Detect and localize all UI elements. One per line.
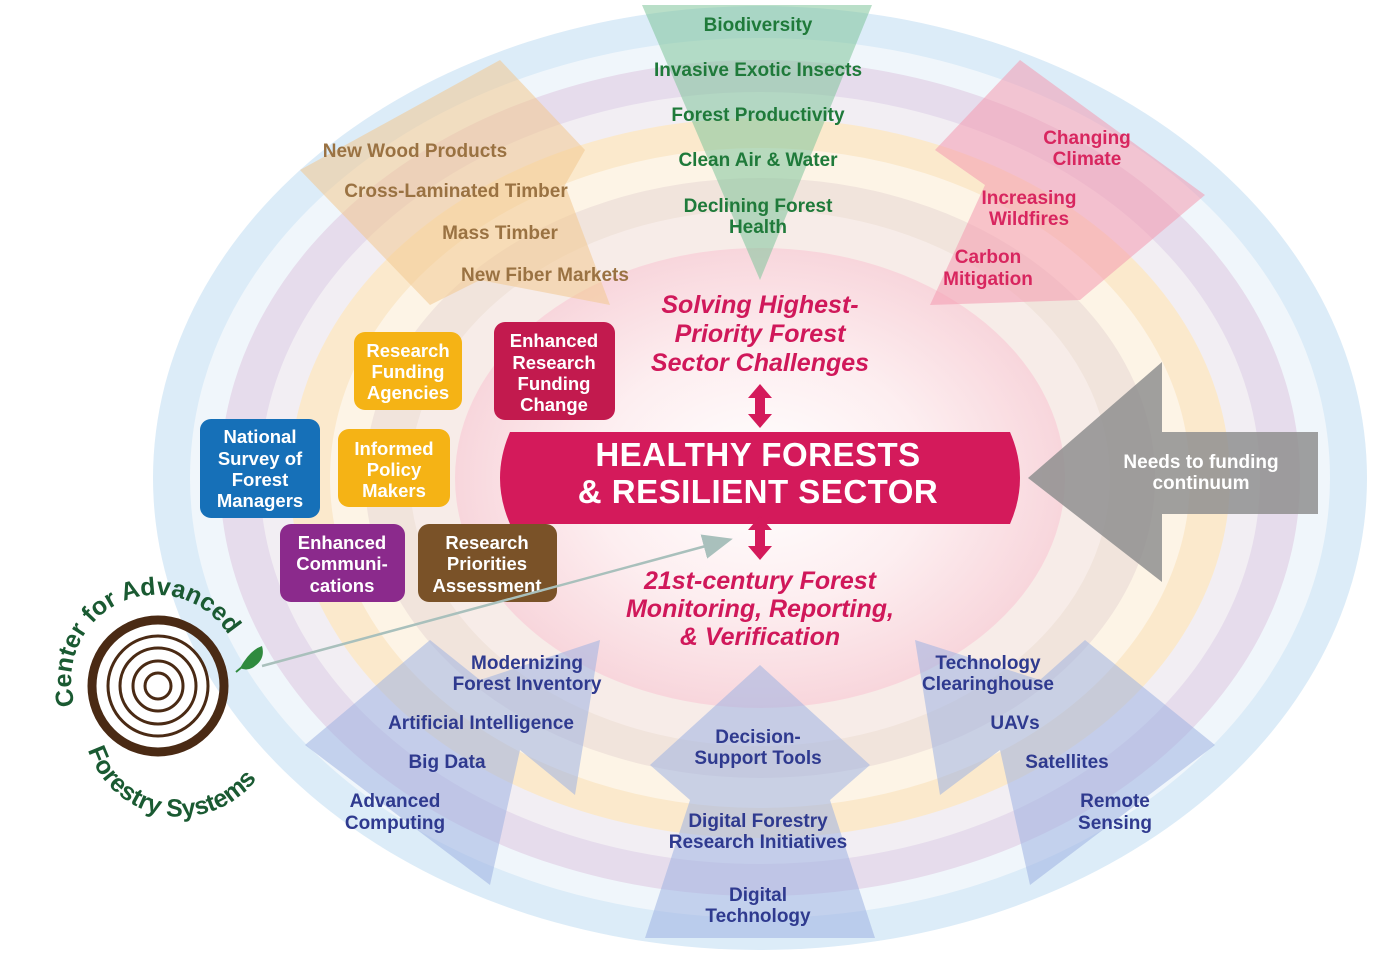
sector-wedges [300,5,1215,938]
svg-text:Managers: Managers [217,490,303,511]
label-increasing: Increasing [981,188,1076,209]
top-left-brown-wedge [300,60,610,305]
svg-text:Informed: Informed [354,438,433,459]
svg-text:Makers: Makers [362,480,426,501]
svg-text:Funding: Funding [518,373,591,394]
svg-text:Policy: Policy [367,459,422,480]
box-informed-policy-makers: Informed Policy Makers [338,429,450,507]
tree-ring-icon [87,615,229,757]
double-arrow-top [748,384,772,428]
svg-text:Assessment: Assessment [432,575,541,596]
label-mitigation: Mitigation [943,269,1033,290]
label-mass-timber: Mass Timber [442,223,558,244]
label-big-data: Big Data [408,752,486,773]
label-climate: Climate [1053,149,1122,170]
center-title-line2: & RESILIENT SECTOR [578,473,938,510]
box-research-priorities-assessment: Research Priorities Assessment [418,524,557,602]
label-digital-forestry: Digital Forestry [688,811,828,832]
top-heading-line3: Sector Challenges [651,349,869,377]
svg-text:Funding: Funding [372,361,445,382]
label-carbon: Carbon [955,247,1022,268]
label-modernizing: Modernizing [471,653,583,674]
label-satellites: Satellites [1025,752,1108,773]
label-technology: Technology [705,906,811,927]
box-enhanced-communications: Enhanced Communi- cations [280,524,405,602]
logo-connector-arrow [261,534,733,668]
svg-text:Enhanced: Enhanced [510,330,598,351]
label-remote: Remote [1080,791,1150,812]
label-new-fiber-markets: New Fiber Markets [461,265,629,286]
svg-text:Survey of: Survey of [218,448,303,469]
label-new-wood-products: New Wood Products [323,141,507,162]
top-heading-line1: Solving Highest- [661,291,858,319]
label-invasive-insects: Invasive Exotic Insects [654,60,862,81]
label-research-initiatives: Research Initiatives [669,832,847,853]
label-decision: Decision- [715,727,801,748]
svg-text:Communi-: Communi- [296,553,387,574]
bottom-heading-line3: & Verification [680,623,840,651]
label-declining-forest: Declining Forest [684,196,834,217]
leaf-icon [235,646,263,673]
top-green-wedge [642,5,872,280]
box-national-survey: National Survey of Forest Managers [200,419,320,518]
label-clean-air-water: Clean Air & Water [678,150,838,171]
top-right-pink-wedge [930,60,1205,305]
box-research-funding-agencies: Research Funding Agencies [354,332,462,410]
label-ai: Artificial Intelligence [388,713,574,734]
label-health: Health [729,217,787,238]
bottom-left-navy-wedge [305,640,600,885]
svg-text:Priorities: Priorities [447,553,527,574]
box-enhanced-research-funding-change: Enhanced Research Funding Change [494,322,615,420]
double-arrow-bottom [748,516,772,560]
label-wildfires: Wildfires [989,209,1069,230]
label-changing: Changing [1043,128,1131,149]
label-computing: Computing [345,813,445,834]
top-heading-line2: Priority Forest [675,320,848,348]
label-advanced: Advanced [350,791,441,812]
label-support-tools: Support Tools [694,748,821,769]
svg-text:Research: Research [445,532,528,553]
label-continuum: continuum [1152,473,1249,494]
bottom-center-navy-wedge [645,665,875,938]
svg-text:Forest: Forest [232,469,289,490]
svg-text:Enhanced: Enhanced [298,532,386,553]
label-needs-funding: Needs to funding [1123,452,1278,473]
label-digital: Digital [729,885,787,906]
label-technology-ch: Technology [935,653,1041,674]
svg-text:Change: Change [520,394,588,415]
bottom-heading-line2: Monitoring, Reporting, [626,595,894,623]
svg-text:cations: cations [310,575,375,596]
svg-text:Agencies: Agencies [367,382,449,403]
bottom-right-navy-wedge [915,640,1215,885]
label-uavs: UAVs [990,713,1039,734]
svg-text:Research: Research [366,340,449,361]
label-clearinghouse: Clearinghouse [922,674,1054,695]
svg-text:National: National [224,426,297,447]
label-forest-inventory: Forest Inventory [453,674,602,695]
label-biodiversity: Biodiversity [704,15,813,36]
bottom-heading-line1: 21st-century Forest [643,567,878,595]
label-sensing: Sensing [1078,813,1152,834]
label-forest-productivity: Forest Productivity [671,105,845,126]
funding-continuum-arrow [1028,362,1318,582]
center-banner [500,432,1020,524]
svg-text:Research: Research [512,352,595,373]
center-title-line1: HEALTHY FORESTS [595,436,920,473]
label-clt: Cross-Laminated Timber [344,181,568,202]
